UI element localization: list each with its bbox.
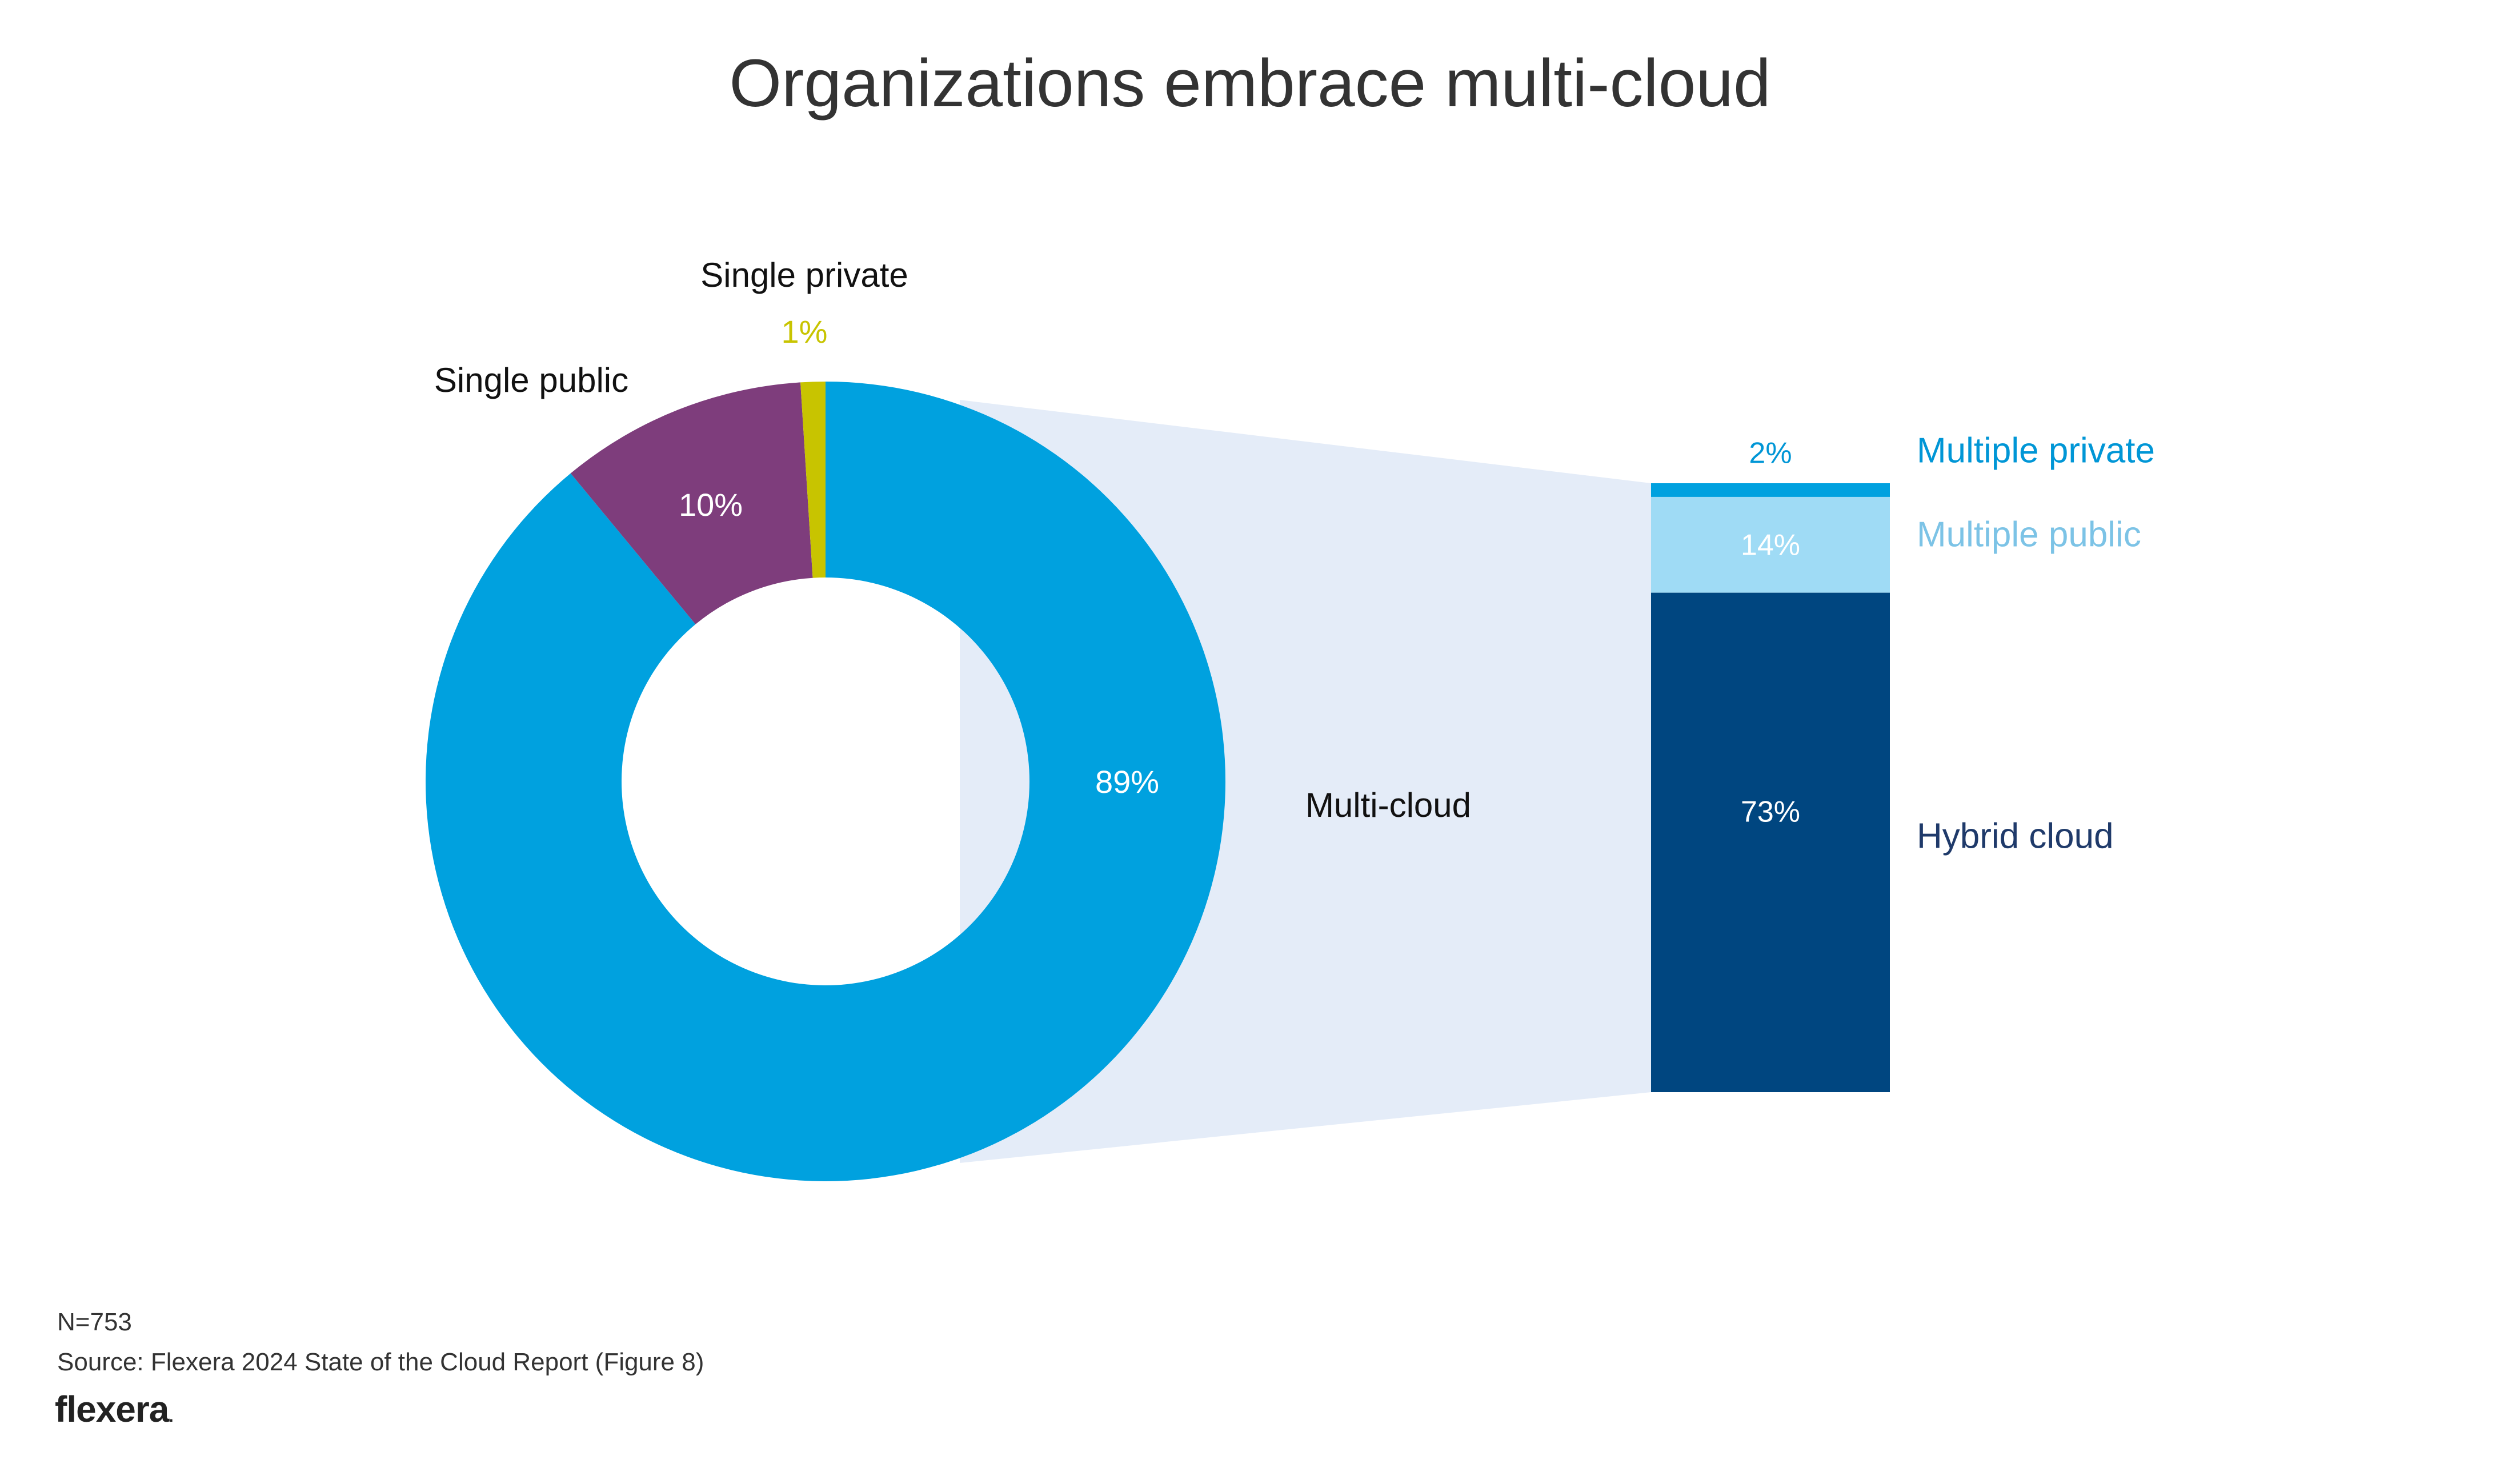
bar-value-label: 2% xyxy=(1749,437,1792,470)
donut-category-label: Single public xyxy=(434,361,628,399)
bar-category-label: Hybrid cloud xyxy=(1917,816,2114,856)
donut-slice-multi-cloud xyxy=(426,382,1226,1181)
bar-segment-multiple-public xyxy=(1651,496,1890,593)
sample-size-note: N=753 xyxy=(57,1308,132,1336)
donut-value-label: 1% xyxy=(782,314,828,350)
donut-value-label: 89% xyxy=(1095,764,1159,800)
bar-value-label: 73% xyxy=(1741,796,1800,829)
donut-value-label: 10% xyxy=(679,487,743,523)
donut-slice-single-public xyxy=(570,382,813,624)
bar-value-label: 14% xyxy=(1741,529,1800,562)
donut-category-label: Multi-cloud xyxy=(1305,786,1471,824)
donut-category-label: Single private xyxy=(700,256,908,294)
bar-category-label: Multiple private xyxy=(1917,431,2155,470)
flexera-logo: flexera. xyxy=(55,1389,174,1430)
bar-category-label: Multiple public xyxy=(1917,515,2141,554)
bar-segment-hybrid-cloud xyxy=(1651,592,1890,1092)
source-note: Source: Flexera 2024 State of the Cloud … xyxy=(57,1348,704,1376)
chart-title: Organizations embrace multi-cloud xyxy=(729,46,1771,121)
bar-segment-multiple-private xyxy=(1651,483,1890,497)
donut-slice-single-private xyxy=(800,382,826,578)
